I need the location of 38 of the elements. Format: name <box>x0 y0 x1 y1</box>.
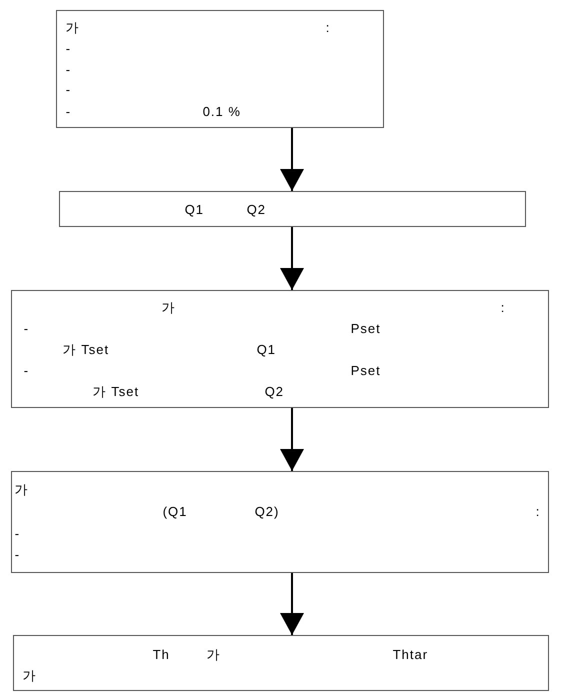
box-text: (Q1 <box>162 504 188 520</box>
arrow <box>280 227 304 290</box>
box-text: - <box>66 62 72 78</box>
box-text: 0.1 % <box>202 104 241 120</box>
box-text: Th <box>152 646 170 663</box>
box-text: : <box>500 300 506 316</box>
box-text: - <box>24 320 30 337</box>
process-box <box>56 10 384 128</box>
box-text: 가 Tset <box>92 384 140 400</box>
box-text: 가 <box>66 20 80 36</box>
box-text: Thtar <box>392 646 428 663</box>
box-text: - <box>14 546 20 563</box>
box-text: Q2) <box>254 504 280 520</box>
box-text: - <box>66 40 72 57</box>
box-text: 가 <box>14 482 29 498</box>
box-text: - <box>24 362 30 379</box>
box-text: 가 <box>22 668 37 684</box>
process-box <box>11 290 549 408</box>
arrow <box>280 573 304 635</box>
box-text: 가 Tset <box>62 342 110 358</box>
box-text: : <box>326 20 330 36</box>
box-text: 가 <box>162 300 176 316</box>
arrow <box>280 408 304 471</box>
box-text: : <box>536 504 540 520</box>
box-text: - <box>66 104 72 120</box>
process-box <box>11 471 549 573</box>
box-text: Pset <box>350 320 381 337</box>
process-box <box>13 635 549 691</box>
box-text: Q1 <box>184 202 204 218</box>
process-box <box>59 191 526 227</box>
arrow <box>280 128 304 191</box>
box-text: Q1 <box>256 342 276 358</box>
box-text: - <box>14 526 20 542</box>
box-text: Q2 <box>246 202 266 218</box>
box-text: Q2 <box>264 384 284 400</box>
box-text: - <box>66 82 72 98</box>
box-text: 가 <box>206 646 221 663</box>
box-text: Pset <box>350 362 381 379</box>
